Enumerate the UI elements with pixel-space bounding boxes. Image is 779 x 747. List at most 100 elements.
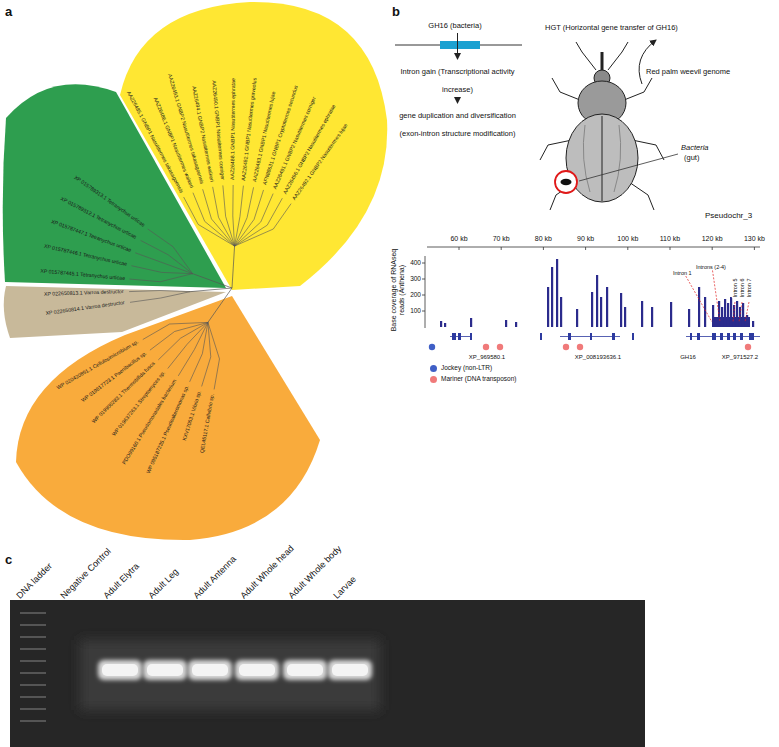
figure-label: Red palm weevil genome	[646, 68, 730, 77]
ladder-rung	[20, 720, 46, 722]
axis-tick	[422, 295, 425, 296]
y-axis	[425, 256, 426, 328]
coverage-chart	[422, 247, 760, 350]
exon	[733, 333, 736, 340]
coverage-bar	[641, 301, 643, 327]
gel-band	[239, 664, 275, 676]
gel-band	[188, 660, 232, 680]
axis-tick	[422, 311, 425, 312]
coverage-bar	[727, 303, 729, 327]
tree-branch	[193, 274, 232, 288]
tree-branch	[233, 185, 235, 246]
coverage-bar	[606, 287, 608, 327]
clade-green	[3, 84, 226, 288]
gel-band	[235, 660, 279, 680]
te-dot	[745, 344, 751, 350]
tree-branch	[235, 190, 264, 246]
gel-bands	[20, 612, 372, 722]
coverage-bar	[547, 287, 549, 327]
clade-orange	[16, 296, 320, 540]
figure-label: 100 kb	[617, 235, 638, 243]
coverage-bar	[736, 301, 738, 327]
figure-label: Intron 1	[672, 270, 693, 276]
tree-branch	[235, 204, 292, 246]
coverage-bar	[470, 318, 472, 327]
tree-branch	[232, 246, 235, 288]
ladder-rung	[20, 636, 46, 638]
tree-branch	[235, 194, 274, 247]
intron-line	[684, 273, 712, 322]
coverage-bar	[620, 293, 622, 327]
coverage-bar	[556, 259, 558, 327]
exon	[697, 333, 700, 340]
te-dot	[563, 344, 569, 350]
gel-band	[328, 660, 372, 680]
exon	[458, 333, 461, 340]
intron-line	[712, 267, 720, 322]
flow-arrow	[457, 33, 458, 59]
figure-label: 120 kb	[702, 235, 723, 243]
figure-part	[566, 114, 638, 202]
exon	[632, 333, 634, 340]
tree-branch	[202, 322, 211, 386]
gene-box	[440, 41, 480, 49]
axis-tick	[670, 247, 671, 250]
exon	[727, 333, 730, 340]
figure-part	[540, 78, 664, 210]
figure-label: Pseudochr_3	[705, 211, 752, 220]
x-axis	[427, 247, 760, 248]
figure-part	[602, 116, 603, 201]
flow-arrow	[457, 97, 458, 103]
exon	[720, 333, 723, 340]
gut-circle	[555, 171, 577, 193]
hgt-arrow	[639, 40, 656, 84]
figure-label: 90 kb	[577, 235, 594, 243]
panel-letter: a	[5, 5, 12, 20]
legend-swatch	[430, 376, 437, 383]
coverage-bar	[444, 323, 446, 327]
lane-label: Larvae	[331, 574, 358, 601]
figure-label: Introns (2-4)	[695, 264, 727, 270]
figure-label: 300	[410, 275, 421, 282]
bacteria-blob	[561, 179, 572, 185]
legend-item: Jockey (non-LTR)	[430, 364, 492, 372]
tree-branch	[223, 185, 235, 246]
process-text: gene duplication and diversification (ex…	[399, 111, 516, 138]
panel-letter: b	[392, 5, 400, 20]
tree-branch	[190, 288, 232, 292]
coverage-bar	[440, 321, 442, 327]
lane-label: Adult Elytra	[101, 561, 141, 601]
gel-band	[143, 660, 187, 680]
axis-tick	[754, 247, 755, 250]
ladder-rung	[20, 684, 46, 686]
ladder-rung	[20, 672, 46, 674]
exon	[568, 333, 571, 340]
coverage-bar	[651, 307, 653, 327]
tree-branch	[158, 322, 208, 360]
axis-tick	[627, 247, 628, 250]
tree-branch	[235, 186, 244, 246]
figure-label: 400	[410, 259, 421, 266]
coverage-bar	[704, 297, 706, 327]
gel-band	[287, 664, 323, 676]
gel-band	[283, 660, 327, 680]
tree-branch	[150, 322, 208, 350]
panel-letter: c	[5, 553, 12, 568]
axis-tick	[422, 279, 425, 280]
exon	[690, 333, 692, 340]
process-text: Intron gain (Transcriptional activity in…	[401, 67, 515, 94]
figure-label: 100	[410, 307, 421, 314]
exon	[740, 333, 743, 340]
figure-label: (gut)	[684, 154, 699, 163]
gel-band	[147, 664, 183, 676]
coverage-bar	[721, 307, 723, 327]
axis-tick	[585, 247, 586, 250]
tree-branch	[208, 288, 232, 322]
figure-label: 70 kb	[493, 235, 510, 243]
coverage-bar	[551, 267, 553, 327]
intron-line	[733, 302, 735, 322]
process-text: GH16 (bacteria)	[428, 21, 481, 30]
figure-label: 130 kb	[744, 235, 765, 243]
tree-branch	[130, 292, 190, 303]
lane-label: DNA ladder	[14, 561, 54, 601]
